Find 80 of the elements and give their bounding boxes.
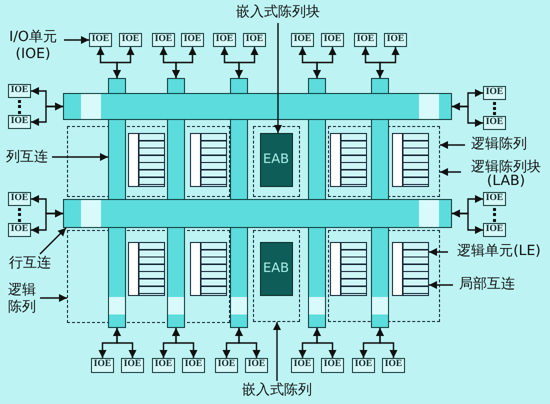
arrow <box>235 47 258 78</box>
ioe-box: IOE <box>483 116 506 130</box>
ioe-box: IOE <box>89 33 112 47</box>
logic-element-stack <box>128 132 164 186</box>
callout-label: 行互连 <box>6 255 54 273</box>
callout-label: 嵌入式陈列块 <box>226 4 330 22</box>
leader-arrow <box>273 322 281 381</box>
arrow <box>452 102 483 127</box>
arrow <box>172 328 198 358</box>
leader-arrow <box>274 23 282 133</box>
ioe-box: IOE <box>384 33 407 47</box>
ioe-box: IOE <box>215 358 238 373</box>
callout-label: I/O单元 (IOE) <box>1 29 65 65</box>
ioe-box: IOE <box>243 33 266 47</box>
leader-arrow <box>440 168 461 176</box>
logic-element-stack <box>330 132 366 186</box>
logic-element-stack <box>330 242 366 296</box>
ioe-box: IOE <box>483 223 506 237</box>
callout-label: 嵌入式陈列 <box>237 382 317 400</box>
logic-element-stack <box>392 242 428 296</box>
eab-outline <box>253 126 300 197</box>
ioe-box: IOE <box>321 33 344 47</box>
arrow <box>113 47 134 78</box>
logic-array-outline <box>328 126 440 197</box>
ioe-box: IOE <box>8 223 31 237</box>
callout-label: 逻辑陈列 <box>467 136 531 154</box>
ioe-box: IOE <box>483 86 506 100</box>
eab-outline <box>253 230 300 322</box>
arrow <box>376 328 398 358</box>
callout-label: 逻辑陈列 <box>6 282 38 318</box>
arrow <box>376 47 400 78</box>
ioe-box: IOE <box>121 358 144 373</box>
logic-array-outline <box>328 230 440 322</box>
ioe-box: IOE <box>354 33 377 47</box>
arrow <box>313 47 336 78</box>
arrow <box>113 328 136 358</box>
arrow <box>235 328 260 358</box>
row-interconnect-bar <box>63 199 452 228</box>
ioe-box: IOE <box>182 358 205 373</box>
callout-label: 局部互连 <box>455 276 519 294</box>
leader-arrow <box>40 228 66 254</box>
logic-array-outline <box>67 126 230 197</box>
ioe-box: IOE <box>213 33 236 47</box>
eab-block: EAB <box>260 242 292 296</box>
ioe-box: IOE <box>152 33 175 47</box>
ioe-box: IOE <box>291 358 314 373</box>
ioe-box: IOE <box>291 33 314 47</box>
ioe-box: IOE <box>382 358 405 373</box>
leader-arrow <box>40 294 67 302</box>
logic-element-stack <box>190 242 226 296</box>
logic-element-stack <box>190 132 226 186</box>
ioe-box: IOE <box>245 358 268 373</box>
leader-arrow <box>440 141 465 149</box>
arrow <box>172 47 196 78</box>
leader-arrow <box>52 153 108 161</box>
ioe-box: IOE <box>152 358 175 373</box>
logic-element-stack <box>128 242 164 296</box>
ioe-box: IOE <box>91 358 114 373</box>
ioe-box: IOE <box>119 33 142 47</box>
callout-label: 逻辑陈列块 (LAB) <box>462 160 550 191</box>
ioe-box: IOE <box>8 115 31 129</box>
ioe-box: IOE <box>321 358 344 373</box>
leader-arrow <box>429 248 448 256</box>
callout-label: 逻辑单元(LE) <box>450 243 548 261</box>
ioe-box: IOE <box>483 192 506 206</box>
eab-block: EAB <box>260 132 292 186</box>
arrow <box>31 210 63 234</box>
ioe-box: IOE <box>8 192 31 206</box>
leader-arrow <box>429 281 453 289</box>
arrow <box>452 210 483 234</box>
logic-element-stack <box>392 132 428 186</box>
ioe-box: IOE <box>352 358 375 373</box>
logic-array-outline <box>67 230 230 323</box>
leader-arrow <box>64 36 89 44</box>
arrow <box>313 328 336 358</box>
ioe-box: IOE <box>181 33 204 47</box>
row-interconnect-bar <box>63 93 452 120</box>
callout-label: 列互连 <box>4 149 50 167</box>
arrow <box>31 102 63 126</box>
ioe-box: IOE <box>8 84 31 98</box>
